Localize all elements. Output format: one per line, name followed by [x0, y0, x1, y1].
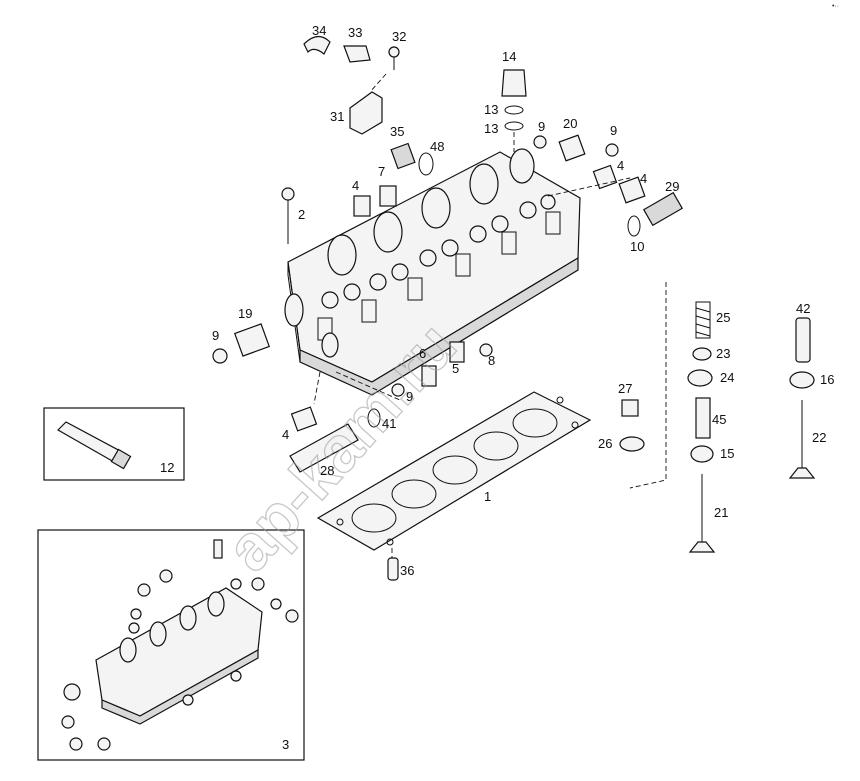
head-gasket: [316, 391, 592, 551]
part-9-plug: [533, 135, 547, 149]
label-27: 27: [618, 381, 632, 396]
label-24: 24: [720, 370, 734, 385]
label-33: 33: [348, 25, 362, 40]
label-28: 28: [320, 463, 334, 478]
label-10: 10: [630, 239, 644, 254]
part-45-guide: [695, 397, 711, 439]
part-41-ring: [367, 408, 381, 428]
label-23: 23: [716, 346, 730, 361]
part-25-spring: [695, 301, 711, 339]
label-32: 32: [392, 29, 406, 44]
part-4-sleeve-b: [618, 176, 646, 204]
label-7: 7: [378, 164, 385, 179]
part-26-cap: [619, 436, 645, 452]
label-4a: 4: [352, 178, 359, 193]
part-19-bush: [233, 323, 271, 357]
part-35-plug: [390, 142, 416, 170]
label-9a: 9: [538, 119, 545, 134]
label-13a: 13: [484, 102, 498, 117]
inset-box-head-assembly: [37, 529, 305, 761]
label-9c: 9: [212, 328, 219, 343]
label-8: 8: [488, 353, 495, 368]
label-6: 6: [419, 346, 426, 361]
label-14: 14: [502, 49, 516, 64]
part-24-retainer: [687, 369, 713, 387]
part-14-cap: [501, 69, 527, 97]
head-assembly-mini: [61, 539, 299, 751]
label-19: 19: [238, 306, 252, 321]
part-21-valve: [688, 474, 716, 553]
part-29-fitting: [642, 191, 684, 227]
label-16: 16: [820, 372, 834, 387]
leader-valve-group: [629, 282, 667, 489]
leader-fitting: [547, 177, 631, 197]
cylinder-head: [284, 148, 581, 396]
label-22: 22: [812, 430, 826, 445]
label-9b: 9: [610, 123, 617, 138]
part-48-ring: [418, 152, 434, 176]
label-26: 26: [598, 436, 612, 451]
part-7-sleeve: [379, 185, 397, 207]
leader-head-left: [313, 371, 321, 405]
corner-mark: •··: [832, 3, 839, 10]
part-23-collet: [692, 347, 712, 361]
part-22-valve: [788, 400, 816, 479]
label-1: 1: [484, 489, 491, 504]
label-2: 2: [298, 207, 305, 222]
label-41: 41: [382, 416, 396, 431]
part-42-tube: [795, 317, 811, 363]
part-9-plug-b: [605, 143, 619, 157]
part-10-ring: [627, 215, 641, 237]
label-35: 35: [390, 124, 404, 139]
part-36-pin: [387, 557, 399, 581]
label-5: 5: [452, 361, 459, 376]
label-4b: 4: [617, 158, 624, 173]
label-36: 36: [400, 563, 414, 578]
part-9-nut: [212, 348, 228, 364]
part-4-sleeve-d: [290, 406, 318, 432]
part-27-nut: [621, 399, 639, 417]
leader-head-front: [335, 371, 401, 401]
part-31-bracket: [349, 91, 383, 135]
part-13-rings: [504, 105, 524, 131]
part-6-sleeve: [421, 365, 437, 387]
sealant-tube: [57, 421, 132, 470]
part-8-plug: [479, 343, 493, 357]
label-29: 29: [665, 179, 679, 194]
label-25: 25: [716, 310, 730, 325]
part-9-plug-c: [391, 383, 405, 397]
label-15: 15: [720, 446, 734, 461]
part-32-screw: [388, 46, 400, 70]
part-2-bolt: [281, 187, 295, 244]
label-42: 42: [796, 301, 810, 316]
label-9d: 9: [406, 389, 413, 404]
part-4-sleeve-c: [353, 195, 371, 217]
label-45: 45: [712, 412, 726, 427]
label-31: 31: [330, 109, 344, 124]
inset-box-sealant: [43, 407, 185, 481]
part-4-sleeve-a: [592, 164, 618, 190]
label-3: 3: [282, 737, 289, 752]
part-16-ring: [789, 371, 815, 389]
part-15-seal: [690, 445, 714, 463]
part-5-sleeve: [449, 341, 465, 363]
label-4c: 4: [640, 171, 647, 186]
label-13b: 13: [484, 121, 498, 136]
label-20: 20: [563, 116, 577, 131]
leader-bracket: [369, 73, 387, 93]
label-21: 21: [714, 505, 728, 520]
part-28-pipe: [289, 423, 359, 473]
part-20-bush: [558, 134, 586, 162]
label-4d: 4: [282, 427, 289, 442]
part-33-clip: [343, 45, 371, 63]
label-34: 34: [312, 23, 326, 38]
label-12: 12: [160, 460, 174, 475]
label-48: 48: [430, 139, 444, 154]
part-34-bracket: [303, 35, 331, 55]
